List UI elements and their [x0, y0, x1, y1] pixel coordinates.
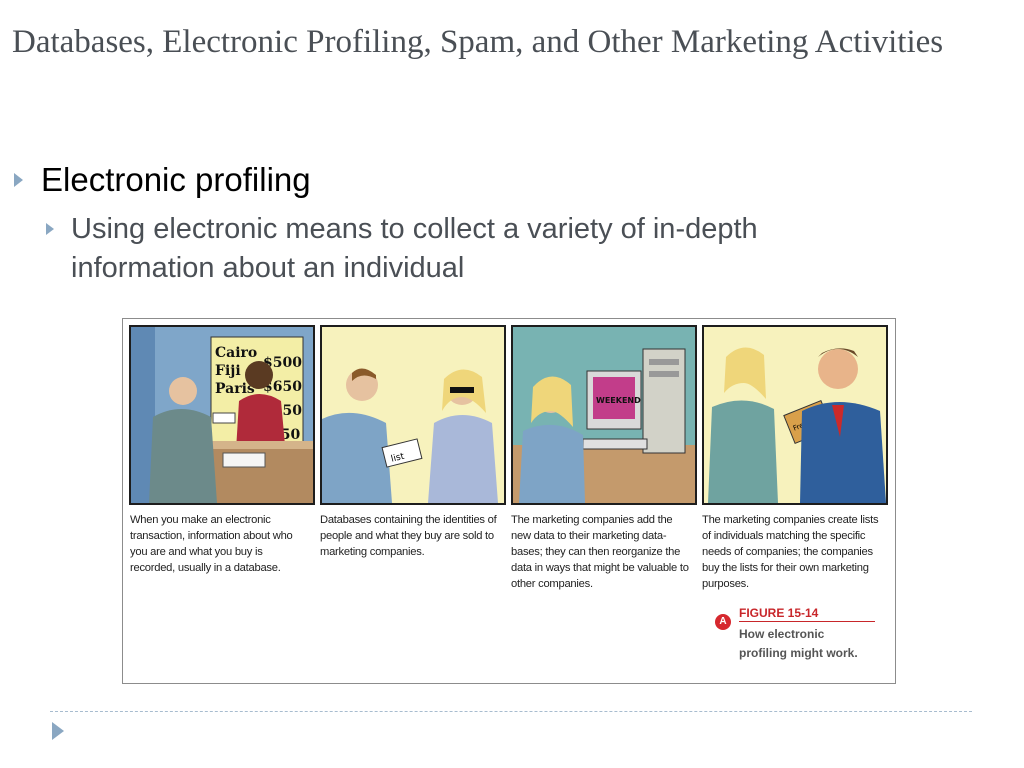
buy-lists-illustration: Frequent Flyers: [704, 327, 886, 503]
bullet-arrow-icon: [14, 173, 23, 187]
transaction-illustration: Cairo Fiji Paris $500 $650 $450 $50: [131, 327, 313, 503]
bullet-text: Electronic profiling: [41, 161, 311, 198]
slide-title: Databases, Electronic Profiling, Spam, a…: [12, 24, 944, 60]
sign-city: Fiji: [215, 363, 241, 379]
panel-caption: The marketing companies add the new data…: [511, 514, 689, 590]
figure-caption: How electronic profiling might work.: [739, 627, 858, 660]
footer-divider: [50, 711, 972, 712]
bullet-arrow-icon: [46, 223, 54, 235]
panel-caption: When you make an electronic transaction,…: [130, 514, 293, 574]
figure-badge-icon: A: [715, 614, 731, 630]
list-card-text: list: [390, 452, 406, 465]
comic-panel-transaction: Cairo Fiji Paris $500 $650 $450 $50: [129, 325, 315, 505]
sign-price: $500: [263, 355, 302, 371]
panel-caption: The marketing companies create lists of …: [702, 514, 879, 590]
footer-arrow-icon: [52, 722, 64, 740]
panel-caption: Databases containing the identities of p…: [320, 514, 497, 558]
comic-panel-buy-lists: Frequent Flyers: [702, 325, 888, 505]
comic-panel-sold-data: list: [320, 325, 506, 505]
marketing-database-illustration: WEEKEND: [513, 327, 695, 503]
figure-15-14: Cairo Fiji Paris $500 $650 $450 $50: [122, 318, 896, 684]
bullet-text: Using electronic means to collect a vari…: [71, 213, 758, 284]
bullet-level-1: Electronic profiling: [14, 160, 311, 200]
sign-city: Paris: [215, 381, 255, 397]
bullet-level-2: Using electronic means to collect a vari…: [46, 210, 876, 288]
sold-data-illustration: list: [322, 327, 504, 503]
comic-panel-marketing-database: WEEKEND: [511, 325, 697, 505]
sign-price: $650: [263, 379, 302, 395]
screen-text: WEEKEND: [596, 396, 641, 405]
sign-city: Cairo: [215, 345, 257, 361]
figure-label: FIGURE 15-14: [739, 606, 875, 622]
